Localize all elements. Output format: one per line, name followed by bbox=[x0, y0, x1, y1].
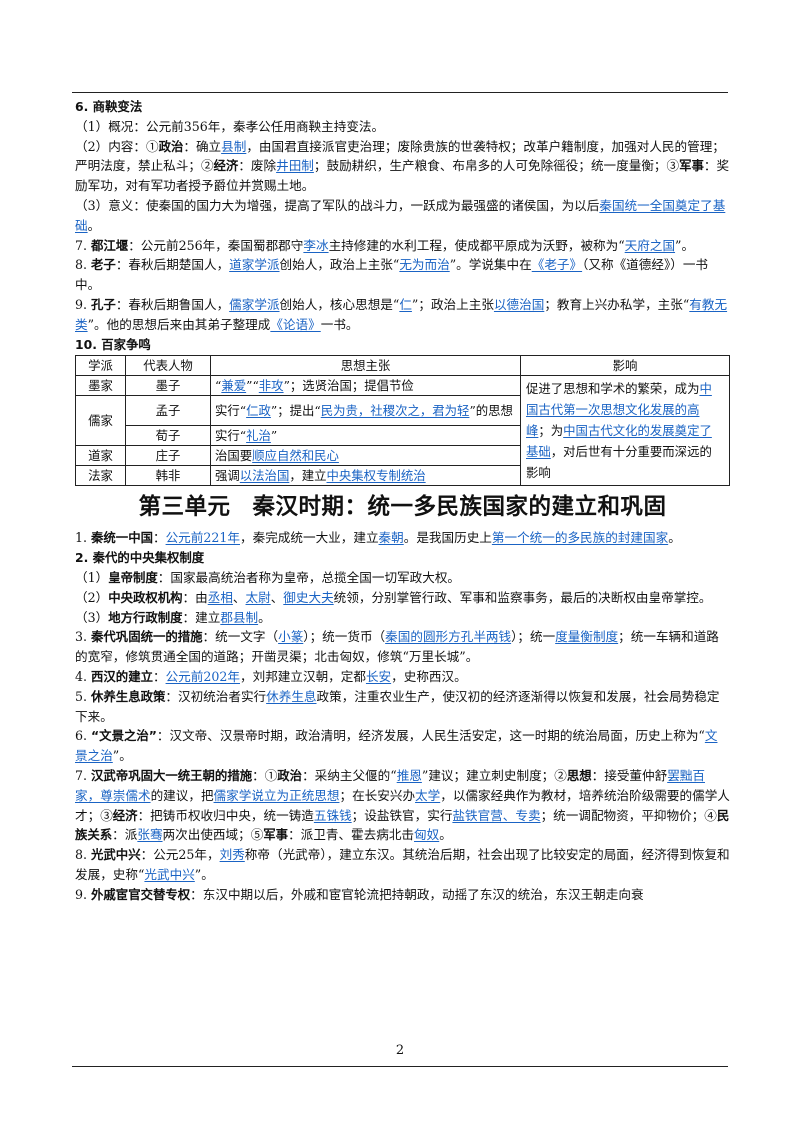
person-cell: 庄子 bbox=[125, 445, 211, 467]
school-cell: 法家 bbox=[75, 465, 126, 487]
table-row: 儒家 孟子 实行“仁政”；提出“民为贵，社稷次之，君为轻”的思想 bbox=[75, 395, 730, 447]
paragraph-content: （2）内容：①政治：确立县制，由国君直接派官吏治理；废除贵族的世袭特权；改革户籍… bbox=[75, 138, 730, 194]
idea-cell: “兼爱”“非攻”；选贤治国；提倡节俭 bbox=[210, 375, 521, 397]
page-content: 6. 商鞅变法 （1）概况：公元前356年，秦孝公任用商鞅主持变法。 （2）内容… bbox=[75, 97, 730, 905]
paragraph-guangwu: 8. 光武中兴：公元25年，刘秀称帝（光武帝），建立东汉。其统治后期，社会出现了… bbox=[75, 847, 730, 882]
paragraph-recuperation-policy: 5. 休养生息政策：汉初统治者实行休养生息政策，注重农业生产，使汉初的经济逐渐得… bbox=[75, 688, 720, 724]
idea-cell: 强调以法治国，建立中央集权专制统治 bbox=[210, 465, 521, 487]
paragraph-central-government: （2）中央政权机构：由丞相、太尉、御史大夫统领，分别掌管行政、军事和监察事务，最… bbox=[75, 589, 712, 605]
table-header-cell: 思想主张 bbox=[210, 355, 521, 377]
paragraph-eunuchs: 9. 外戚宦官交替专权：东汉中期以后，外戚和宦官轮流把持朝政，动摇了东汉的统治，… bbox=[75, 886, 644, 902]
paragraph-qin-unification: 1. 秦统一中国：公元前221年，秦完成统一大业，建立秦朝。是我国历史上第一个统… bbox=[75, 530, 681, 546]
school-cell: 儒家 bbox=[75, 395, 126, 447]
table-header-cell: 学派 bbox=[75, 355, 126, 377]
unit-title: 第三单元秦汉时期：统一多民族国家的建立和巩固 bbox=[138, 494, 667, 521]
person-cell: 墨子 bbox=[125, 375, 211, 397]
page-number: 2 bbox=[395, 1043, 405, 1058]
paragraph-western-han: 4. 西汉的建立：公元前202年，刘邦建立汉朝，定都长安，史称西汉。 bbox=[75, 668, 467, 684]
idea-cell: 治国要顺应自然和民心 bbox=[210, 445, 521, 467]
table-header-cell: 影响 bbox=[520, 355, 730, 377]
effect-cell: 促进了思想和学术的繁荣，成为中国古代第一次思想文化发展的高峰；为中国古代文化的发… bbox=[520, 375, 730, 487]
header-rule bbox=[72, 92, 728, 93]
heading-qin-centralization: 2. 秦代的中央集权制度 bbox=[75, 550, 205, 566]
table-row: 道家 庄子 治国要顺应自然和民心 bbox=[75, 445, 730, 467]
school-cell: 道家 bbox=[75, 445, 126, 467]
paragraph-qin-measures: 3. 秦代巩固统一的措施：统一文字（小篆）；统一货币（秦国的圆形方孔半两钱）；统… bbox=[75, 629, 719, 665]
hundred-schools-table: 学派 代表人物 思想主张 影响 墨家 墨子 “兼爱”“非攻”；选贤治国；提倡节俭… bbox=[75, 355, 730, 487]
idea-cell: 实行“礼治” bbox=[210, 425, 521, 447]
paragraph-local-administration: （3）地方行政制度：建立郡县制。 bbox=[75, 609, 271, 625]
heading-hundred-schools: 10. 百家争鸣 bbox=[75, 336, 151, 352]
table-row: 法家 韩非 强调以法治国，建立中央集权专制统治 bbox=[75, 465, 730, 487]
paragraph-laozi: 8. 老子：春秋后期楚国人，道家学派创始人，政治上主张“无为而治”。学说集中在《… bbox=[75, 257, 709, 293]
person-cell: 孟子 bbox=[125, 395, 211, 427]
person-cell: 韩非 bbox=[125, 465, 211, 487]
paragraph-han-wudi: 7. 汉武帝巩固大一统王朝的措施：①政治：采纳主父偃的“推恩”建议；建立刺史制度… bbox=[75, 767, 730, 843]
paragraph-wenjing: 6. “文景之治”：汉文帝、汉景帝时期，政治清明，经济发展，人民生活安定，这一时… bbox=[75, 728, 718, 764]
paragraph-confucius: 9. 孔子：春秋后期鲁国人，儒家学派创始人，核心思想是“仁”；政治上主张以德治国… bbox=[75, 296, 728, 332]
paragraph-overview: （1）概况：公元前356年，秦孝公任用商鞅主持变法。 bbox=[75, 118, 385, 134]
person-cell: 荀子 bbox=[125, 425, 211, 447]
table-header-row: 学派 代表人物 思想主张 影响 bbox=[75, 355, 730, 377]
table-row: 墨家 墨子 “兼爱”“非攻”；选贤治国；提倡节俭 促进了思想和学术的繁荣，成为中… bbox=[75, 375, 730, 487]
paragraph-dujiangyan: 7. 都江堰：公元前256年，秦国蜀郡郡守李冰主持修建的水利工程，使成都平原成为… bbox=[75, 237, 695, 253]
paragraph-significance: （3）意义：使秦国的国力大为增强，提高了军队的战斗力，一跃成为最强盛的诸侯国，为… bbox=[75, 197, 726, 233]
paragraph-emperor-system: （1）皇帝制度：国家最高统治者称为皇帝，总揽全国一切军政大权。 bbox=[75, 569, 461, 585]
heading-shang-yang: 6. 商鞅变法 bbox=[75, 99, 143, 114]
school-cell: 墨家 bbox=[75, 375, 126, 397]
footer-rule bbox=[72, 1066, 728, 1067]
idea-cell: 实行“仁政”；提出“民为贵，社稷次之，君为轻”的思想 bbox=[210, 395, 521, 427]
table-header-cell: 代表人物 bbox=[125, 355, 211, 377]
